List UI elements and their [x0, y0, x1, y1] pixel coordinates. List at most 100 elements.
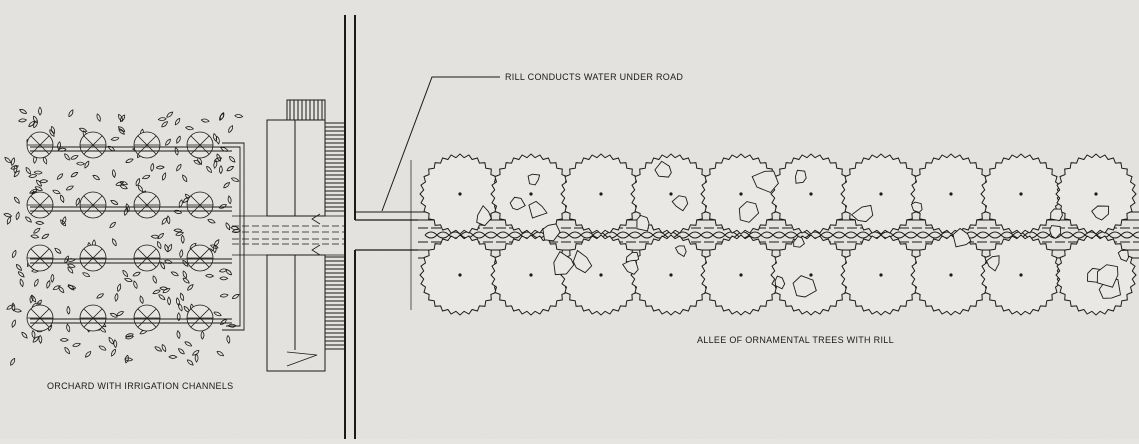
- leaf: [124, 357, 134, 362]
- leaf: [111, 169, 116, 179]
- leaf: [228, 156, 236, 163]
- leaf: [15, 211, 20, 221]
- stair-top: [289, 100, 323, 120]
- leaf: [179, 292, 185, 302]
- rill-link: [1132, 231, 1139, 239]
- stepping-stone: [751, 170, 779, 194]
- leaf: [76, 161, 86, 166]
- stepping-stone: [1050, 208, 1063, 222]
- leaf: [218, 165, 223, 174]
- leaf: [72, 342, 81, 347]
- leaf: [125, 158, 134, 163]
- leaf: [19, 109, 28, 114]
- leaf: [110, 136, 120, 141]
- tree-trunk-dot: [879, 273, 883, 277]
- leaf: [182, 174, 188, 183]
- leaf: [75, 197, 80, 207]
- leaf: [42, 156, 48, 165]
- leaf: [109, 221, 116, 229]
- leaf: [167, 296, 171, 306]
- leaf: [160, 261, 166, 270]
- stepping-stone: [527, 173, 541, 186]
- tree-trunk-dot: [669, 192, 673, 196]
- leaf: [28, 120, 36, 128]
- leaf: [62, 216, 67, 225]
- leaf: [179, 249, 184, 258]
- leaf: [216, 350, 225, 357]
- leaf: [176, 135, 181, 144]
- leaf: [67, 285, 77, 290]
- leaf: [165, 138, 171, 146]
- leaf: [28, 174, 38, 178]
- leaf: [212, 244, 217, 254]
- leaf: [176, 163, 182, 172]
- leaf: [59, 194, 65, 203]
- tree-trunk-dot: [1094, 192, 1098, 196]
- tree-trunk-dot: [739, 192, 743, 196]
- leaf: [175, 231, 184, 236]
- leaf: [225, 269, 233, 276]
- leaf: [29, 294, 34, 304]
- leaf: [215, 135, 220, 145]
- stepping-stone: [1117, 249, 1129, 262]
- stepping-stone: [622, 259, 639, 275]
- leaf: [10, 357, 16, 366]
- stepping-stone: [509, 196, 526, 211]
- allee-label: ALLEE OF ORNAMENTAL TREES WITH RILL: [697, 335, 894, 345]
- stepping-stone: [1091, 205, 1110, 221]
- leaf: [119, 181, 129, 186]
- leaf: [219, 112, 225, 121]
- leaf: [41, 233, 50, 239]
- leaf: [184, 341, 193, 347]
- leaf: [170, 271, 179, 277]
- leaf: [161, 217, 168, 225]
- stepping-stone: [671, 195, 689, 212]
- leaf: [152, 289, 161, 295]
- gate-structure: [266, 99, 345, 372]
- leaf: [152, 275, 157, 284]
- leaf: [200, 330, 205, 340]
- leaf: [66, 323, 71, 333]
- leaf: [70, 172, 79, 178]
- leaf: [33, 170, 43, 175]
- leaf: [84, 351, 92, 358]
- leaf: [230, 177, 240, 182]
- stepping-stone: [985, 255, 1000, 272]
- leaf: [161, 343, 167, 353]
- leaf: [150, 234, 160, 239]
- leaf: [11, 249, 17, 259]
- tree-trunk-dot: [1019, 273, 1023, 277]
- tree-trunk-dot: [599, 192, 603, 196]
- leaf: [124, 333, 134, 338]
- leaf: [120, 114, 126, 123]
- leaf: [36, 179, 42, 187]
- leaf: [124, 354, 129, 364]
- tree-trunk-dot: [529, 273, 533, 277]
- leaf: [117, 126, 126, 133]
- leaf: [141, 174, 151, 180]
- leaf: [150, 162, 155, 172]
- leaf: [157, 117, 167, 122]
- leaf: [156, 240, 162, 250]
- leaf: [14, 196, 20, 204]
- stepping-stone: [792, 275, 817, 298]
- leaf: [114, 293, 119, 302]
- leaf: [112, 238, 117, 247]
- leaf: [13, 164, 18, 174]
- leaf: [111, 348, 116, 357]
- leaf: [155, 165, 165, 170]
- stepping-stone: [1096, 264, 1119, 288]
- leaf: [231, 294, 240, 300]
- leaf: [137, 184, 143, 193]
- leaf: [176, 330, 181, 339]
- leaf: [33, 119, 38, 129]
- tree-trunk-dot: [599, 273, 603, 277]
- leaf: [54, 247, 62, 254]
- tree-trunk-dot: [809, 192, 813, 196]
- stair-side: [325, 122, 345, 350]
- leaf: [200, 118, 210, 123]
- leaf: [50, 125, 56, 135]
- leaf: [168, 355, 178, 359]
- stepping-stone: [795, 169, 807, 184]
